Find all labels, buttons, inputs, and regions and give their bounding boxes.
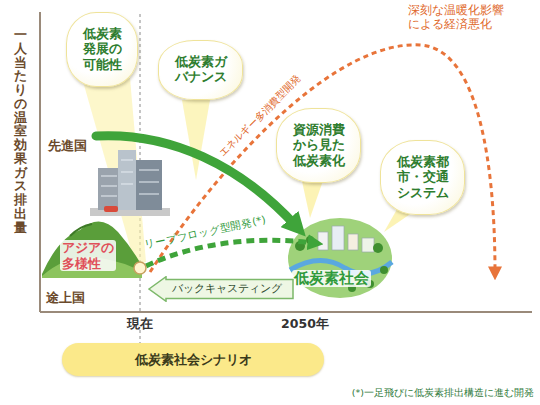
reduction-arrow — [96, 136, 296, 226]
building — [98, 168, 120, 210]
node-text: 低炭素発展の可能性 — [83, 26, 122, 72]
node-text: 低炭素ガバナンス — [175, 54, 227, 85]
car — [104, 206, 118, 212]
callout-bubble: 低炭素ガバナンス — [158, 40, 243, 100]
now-guide — [140, 330, 141, 343]
city-buildings — [318, 226, 374, 252]
axis-category: 途上国 — [46, 290, 85, 306]
curve-label: リープフロッグ型開発(*) — [143, 213, 266, 251]
building — [118, 150, 136, 210]
axis-tick: 2050年 — [281, 316, 329, 331]
building — [136, 160, 162, 210]
windows — [101, 160, 159, 196]
ridge — [70, 224, 92, 236]
footnote: (*)一足飛びに低炭素排出構造に進む開発 — [352, 387, 534, 398]
node-text: 資源消費から見た低炭素化 — [293, 122, 345, 168]
axis-category: 先進国 — [48, 138, 87, 154]
arrow-shape — [149, 277, 293, 302]
callout-bubble: 資源消費から見た低炭素化 — [276, 108, 361, 183]
callout-bubble: 低炭素発展の可能性 — [66, 12, 138, 87]
backcast-arrow: バックキャスティング — [148, 276, 294, 302]
node-text: 低炭素社会シナリオ — [135, 351, 252, 369]
y-axis — [39, 12, 41, 312]
x-axis — [40, 311, 532, 313]
callout-bubble: 低炭素都市・交通システム — [380, 140, 465, 215]
node-text: 低炭素都市・交通システム — [397, 154, 449, 200]
scenario-box: 低炭素社会シナリオ — [62, 343, 324, 376]
curve-label: 深刻な温暖化影響による経済悪化 — [408, 4, 512, 32]
axis-title: 一人当たりの温室効果ガス排出量 — [14, 28, 27, 234]
now-point — [134, 262, 146, 274]
node-text: バックキャスティング — [172, 282, 284, 295]
region-label: アジアの多様性 — [60, 240, 116, 271]
city-ground — [288, 218, 392, 298]
callout-tail — [182, 100, 210, 180]
axis-tick: 現在 — [127, 316, 153, 331]
goal-label: 低炭素社会 — [292, 270, 371, 287]
